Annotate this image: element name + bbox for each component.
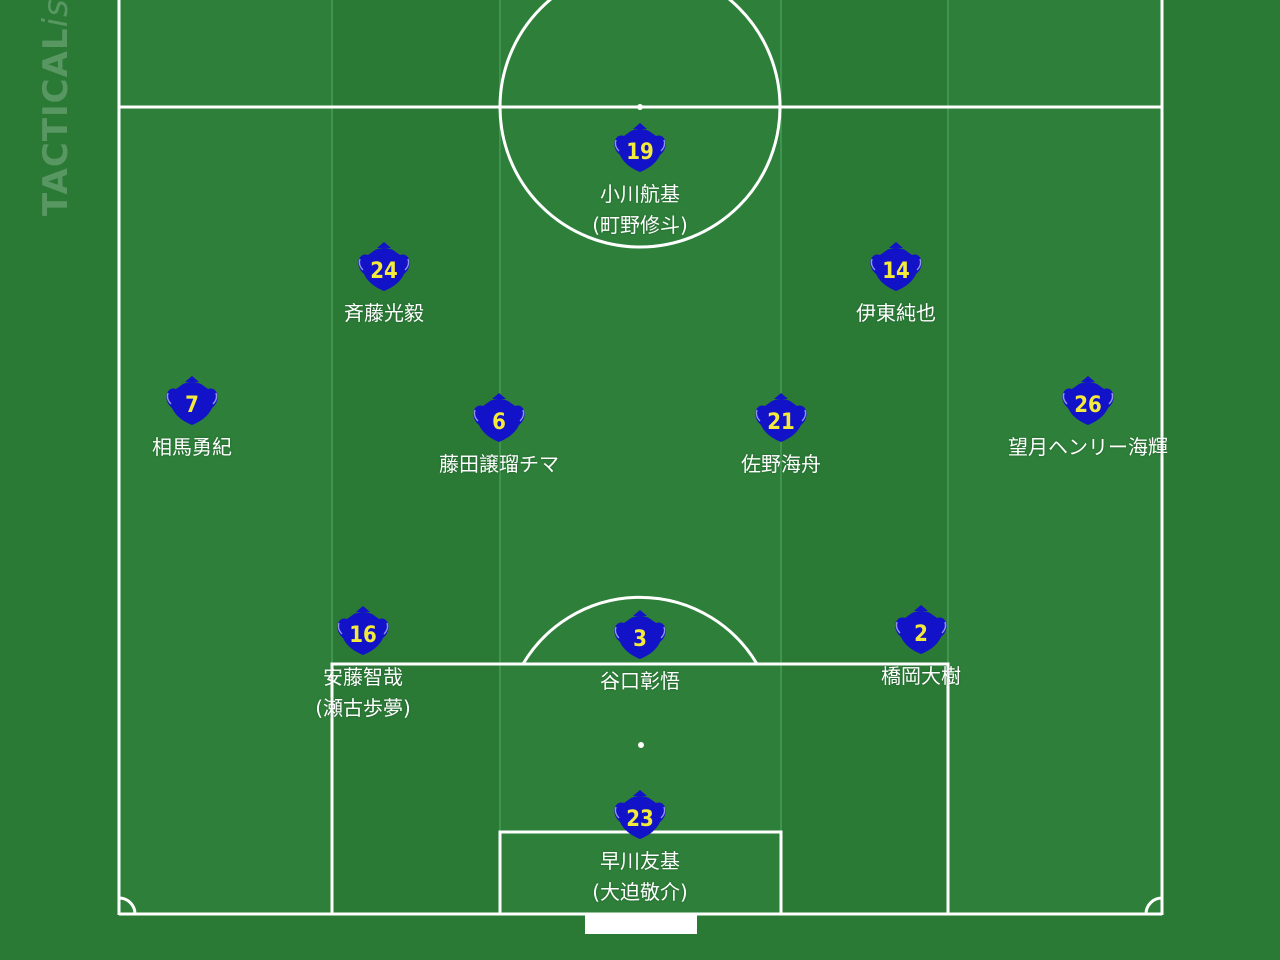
player-name: 相馬勇紀 [152,435,232,459]
player-name: 橋岡大樹 [881,664,961,688]
player-number: 26 [1074,393,1102,418]
jersey-icon: 3 [614,610,666,659]
corner-arc-left [118,896,137,915]
jersey-icon: 6 [473,393,525,442]
jersey-icon: 23 [614,790,666,839]
pitch-stripe [120,0,332,915]
player-dmf-left: 6 藤田譲瑠チマ [369,392,629,479]
player-sub: (瀬古歩夢) [315,696,411,720]
goal [585,915,697,934]
player-lcb: 16 安藤智哉 (瀬古歩夢) [233,605,493,723]
player-sub: (大迫敬介) [592,880,688,904]
player-lwb: 7 相馬勇紀 [62,375,322,462]
player-number: 24 [370,259,398,284]
jersey-icon: 19 [614,123,666,172]
center-spot [637,104,643,110]
jersey-icon: 2 [895,605,947,654]
player-name: 谷口彰悟 [600,669,680,693]
player-number: 23 [626,807,654,832]
player-number: 21 [767,410,795,435]
player-gk: 23 早川友基 (大迫敬介) [510,789,770,907]
player-rw: 14 伊東純也 [766,241,1026,328]
player-number: 3 [633,627,647,652]
watermark-sub: ista [36,0,76,27]
jersey-icon: 24 [358,242,410,291]
jersey-icon: 7 [166,376,218,425]
player-number: 6 [492,410,506,435]
player-name: 安藤智哉 [323,665,403,689]
center-circle [498,0,782,249]
jersey-icon: 26 [1062,376,1114,425]
player-name: 佐野海舟 [741,452,821,476]
player-cb: 3 谷口彰悟 [510,609,770,696]
jersey-icon: 14 [870,242,922,291]
player-name: 早川友基 [600,849,680,873]
player-sub: (町野修斗) [592,213,688,237]
player-number: 16 [349,623,377,648]
corner-arc-right [1144,896,1163,915]
zone-lines [331,0,949,915]
player-number: 2 [914,622,928,647]
player-rcb: 2 橋岡大樹 [791,604,1051,691]
player-number: 14 [882,259,910,284]
watermark-main: TACTICAL [36,27,76,216]
player-dmf-right: 21 佐野海舟 [651,392,911,479]
jersey-icon: 16 [337,606,389,655]
player-name: 斉藤光毅 [344,301,424,325]
jersey-icon: 21 [755,393,807,442]
player-lw: 24 斉藤光毅 [254,241,514,328]
penalty-arc [521,595,759,665]
pitch-stripe [948,0,1162,915]
player-name: 小川航基 [600,182,680,206]
penalty-spot [638,742,644,748]
player-name: 藤田譲瑠チマ [439,452,559,476]
player-number: 19 [626,140,654,165]
player-name: 伊東純也 [856,301,936,325]
player-number: 7 [185,393,199,418]
tacticalista-watermark: TACTICALista [36,0,76,216]
player-name: 望月ヘンリー海輝 [1008,435,1168,459]
player-rwb: 26 望月ヘンリー海輝 [958,375,1218,462]
player-fw: 19 小川航基 (町野修斗) [510,122,770,240]
